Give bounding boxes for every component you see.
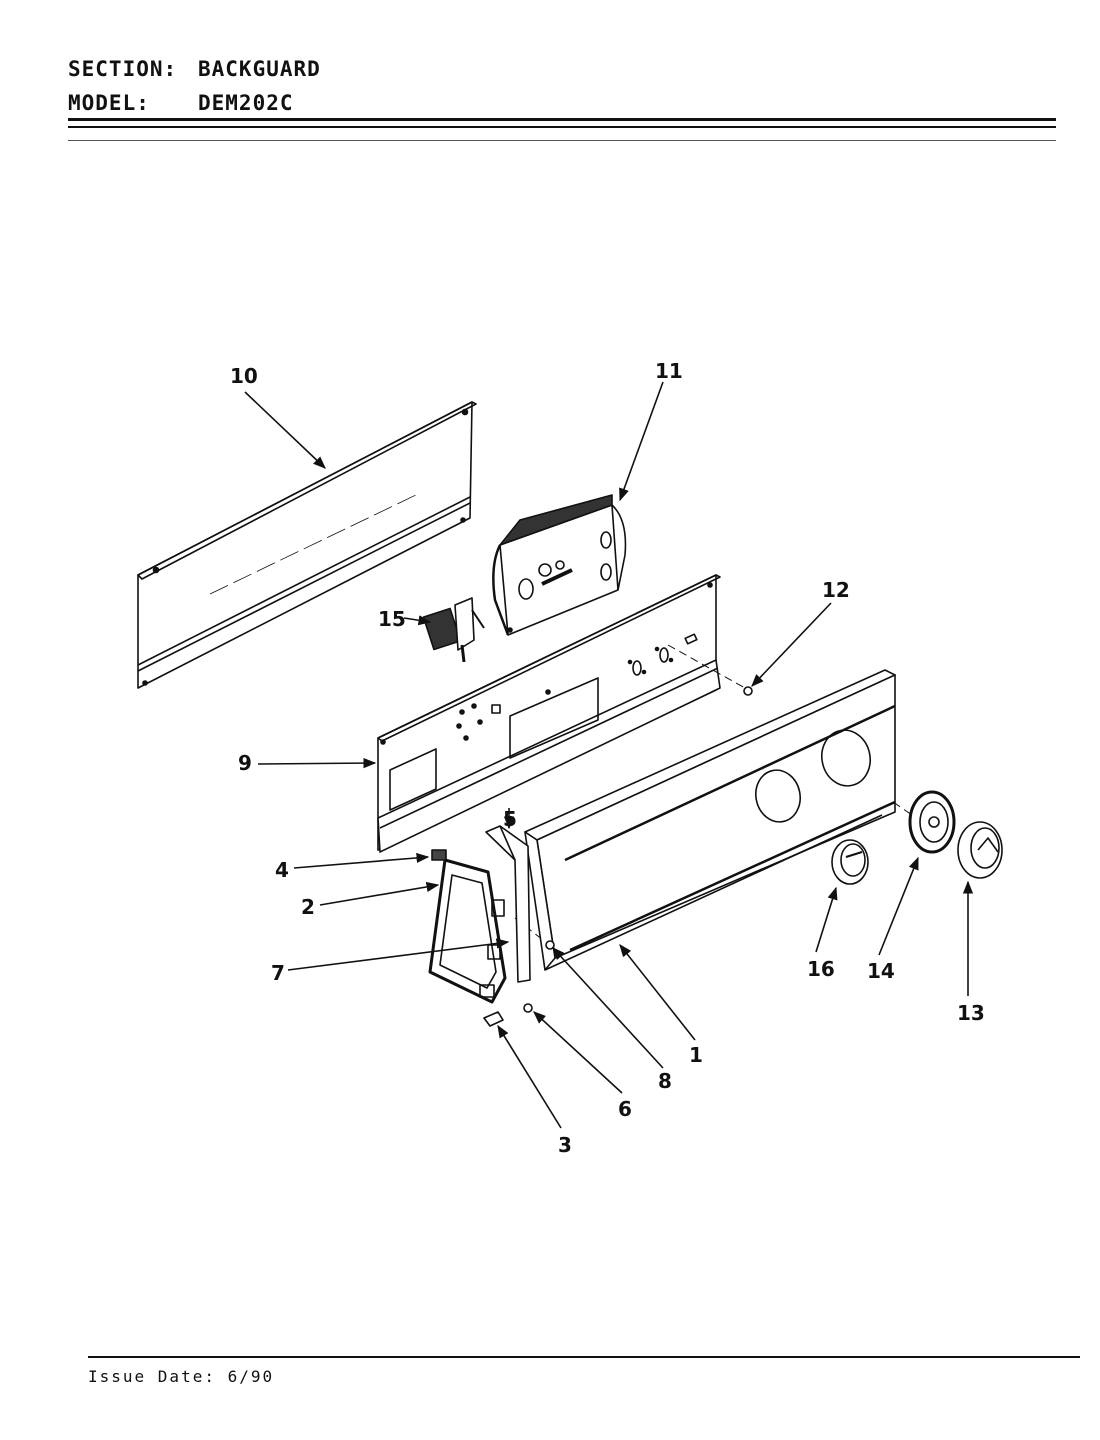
manifold-panel-part <box>524 669 896 971</box>
knob-part <box>831 839 869 885</box>
callout-16: 16 <box>807 957 835 981</box>
callout-5: 5 <box>503 807 517 831</box>
model-value: DEM202C <box>198 91 294 115</box>
callout-3: 3 <box>558 1133 572 1157</box>
screw-part <box>743 686 753 696</box>
end-trim-part <box>485 825 531 983</box>
leader-line-3 <box>497 1024 562 1129</box>
callout-labels: 10 11 12 15 9 5 4 2 7 16 14 13 1 8 6 3 <box>230 359 985 1157</box>
leader-line-11 <box>619 381 664 502</box>
leader-line-16 <box>815 886 838 953</box>
leader-line-10 <box>244 391 326 469</box>
callout-14: 14 <box>867 959 895 983</box>
callout-2: 2 <box>301 895 315 919</box>
screw-part <box>545 940 555 950</box>
leader-line-6 <box>533 1011 623 1094</box>
callout-7: 7 <box>271 961 285 985</box>
leader-lines <box>244 381 974 1129</box>
section-header: SECTION: BACKGUARD <box>68 57 321 81</box>
callout-11: 11 <box>655 359 683 383</box>
timer-part <box>492 494 627 636</box>
end-cap-part <box>428 858 507 1004</box>
footer-rule <box>88 1356 1080 1358</box>
clip-part <box>431 849 447 861</box>
header-rule <box>68 140 1056 141</box>
leader-line-8 <box>552 947 664 1069</box>
leader-line-15 <box>403 615 432 626</box>
callout-12: 12 <box>822 578 850 602</box>
callout-6: 6 <box>618 1097 632 1121</box>
leader-line-9 <box>257 757 377 769</box>
switch-part <box>422 597 485 663</box>
control-panel-part <box>377 574 721 853</box>
issue-date: Issue Date: 6/90 <box>88 1367 275 1386</box>
clip-part <box>483 1011 504 1027</box>
section-label: SECTION: <box>68 57 178 81</box>
leader-line-14 <box>878 856 919 956</box>
header-rule <box>68 118 1056 121</box>
leader-line-12 <box>751 602 832 687</box>
bezel-part <box>908 790 956 854</box>
callout-9: 9 <box>238 751 252 775</box>
callout-13: 13 <box>957 1001 985 1025</box>
model-header: MODEL: DEM202C <box>68 91 294 115</box>
screw-part <box>523 1003 533 1013</box>
model-label: MODEL: <box>68 91 150 115</box>
callout-15: 15 <box>378 607 406 631</box>
callout-1: 1 <box>689 1043 703 1067</box>
knob-part <box>957 821 1003 879</box>
leader-line-4 <box>293 852 430 869</box>
callout-4: 4 <box>275 858 289 882</box>
leader-line-1 <box>619 943 696 1041</box>
section-value: BACKGUARD <box>198 57 321 81</box>
rear-panel-part <box>137 401 477 689</box>
callout-8: 8 <box>658 1069 672 1093</box>
callout-10: 10 <box>230 364 258 388</box>
leader-line-7 <box>287 938 510 971</box>
leader-line-2 <box>319 881 440 906</box>
header-rule <box>68 126 1056 128</box>
